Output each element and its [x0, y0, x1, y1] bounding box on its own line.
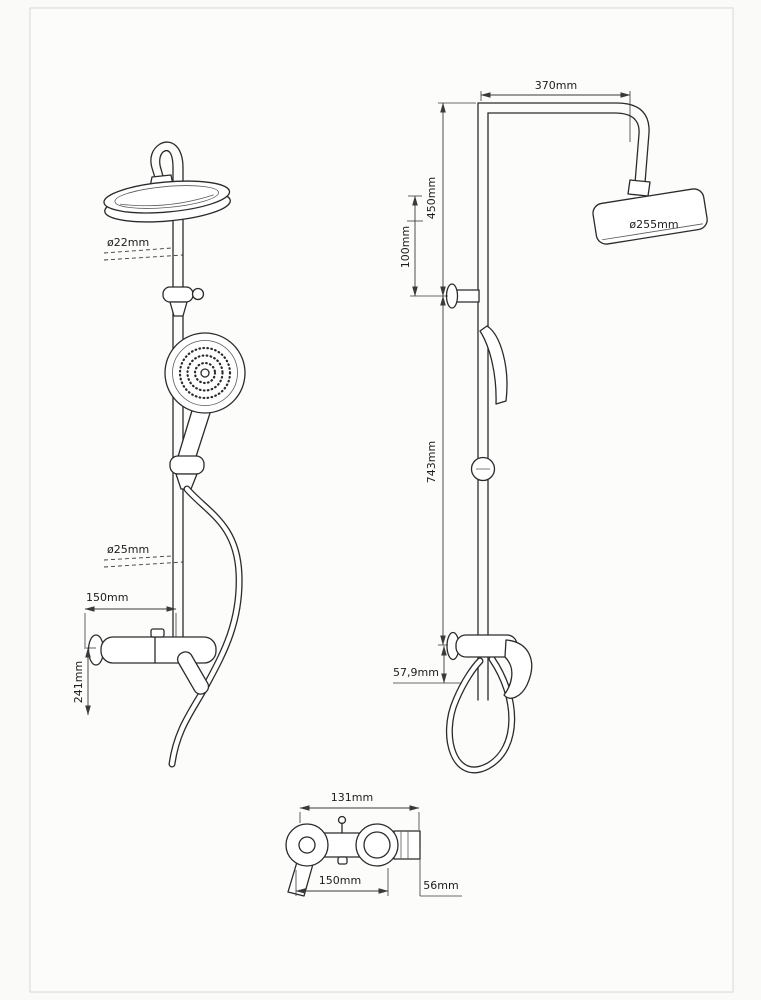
mixer-lever-front	[176, 651, 210, 695]
hand-shower-front	[164, 332, 246, 414]
dim-arm-length-label: 370mm	[535, 79, 577, 92]
valve-left-port	[285, 823, 329, 867]
side-view: ø255mm 370mm 450mm	[393, 79, 708, 774]
dim-top-height-label: 450mm	[425, 177, 438, 219]
dim-valve-width-label: 150mm	[86, 591, 128, 604]
hand-shower-side	[479, 325, 508, 405]
riser-pipe-side	[477, 102, 489, 701]
dim-pipe-top-diameter-label: ø22mm	[107, 236, 149, 249]
rain-shower-head-side	[592, 188, 708, 245]
dim-lever-drop: 57,9mm	[393, 645, 462, 684]
dim-valve-top-width-label: 131mm	[331, 791, 373, 804]
dim-top-height: 450mm	[410, 102, 476, 297]
dim-head-diameter-label: ø255mm	[629, 218, 678, 231]
dim-pipe-bottom-diameter: ø25mm	[103, 543, 184, 568]
dim-valve-bottom-width: 150mm	[295, 868, 389, 896]
dim-valve-bottom-width-label: 150mm	[319, 874, 361, 887]
dim-head-offset-label: 100mm	[399, 226, 412, 268]
valve-bottom-nub	[337, 856, 348, 865]
mixer-valve-side	[446, 631, 533, 699]
dim-valve-height-label: 241mm	[72, 661, 85, 703]
dim-column-height: 743mm	[425, 295, 448, 646]
dim-pipe-top-diameter: ø22mm	[103, 236, 184, 261]
mixer-valve-detail: 131mm 150mm 56mm	[285, 791, 462, 897]
dim-pipe-bottom-diameter-label: ø25mm	[107, 543, 149, 556]
dim-column-height-label: 743mm	[425, 441, 438, 483]
dim-valve-depth-label: 56mm	[423, 879, 458, 892]
dim-arm-length: 370mm	[480, 79, 631, 142]
dim-head-offset: 100mm	[399, 195, 423, 297]
head-connector-side	[627, 179, 651, 197]
diverter-knob-side	[470, 456, 496, 482]
top-arm-side	[477, 102, 650, 184]
wall-bracket-side	[445, 283, 480, 309]
dim-valve-depth: 56mm	[419, 847, 462, 897]
dim-valve-height: 241mm	[72, 647, 96, 716]
valve-right-port	[355, 823, 399, 867]
dim-valve-top-width: 131mm	[299, 791, 420, 830]
front-view: ø22mm ø25mm	[72, 141, 246, 768]
mixer-lever-side	[503, 639, 533, 699]
dim-lever-drop-label: 57,9mm	[393, 666, 439, 679]
shower-hose-side	[445, 655, 516, 774]
hand-shower-holder	[169, 455, 205, 490]
shower-hose-front	[168, 485, 243, 768]
dim-valve-width: 150mm	[84, 591, 177, 647]
rain-shower-head-front	[103, 180, 231, 223]
valve-top-screw	[337, 815, 347, 834]
slide-bracket	[162, 286, 205, 317]
shower-arm-front	[150, 141, 184, 182]
mixer-valve-front	[87, 628, 217, 695]
